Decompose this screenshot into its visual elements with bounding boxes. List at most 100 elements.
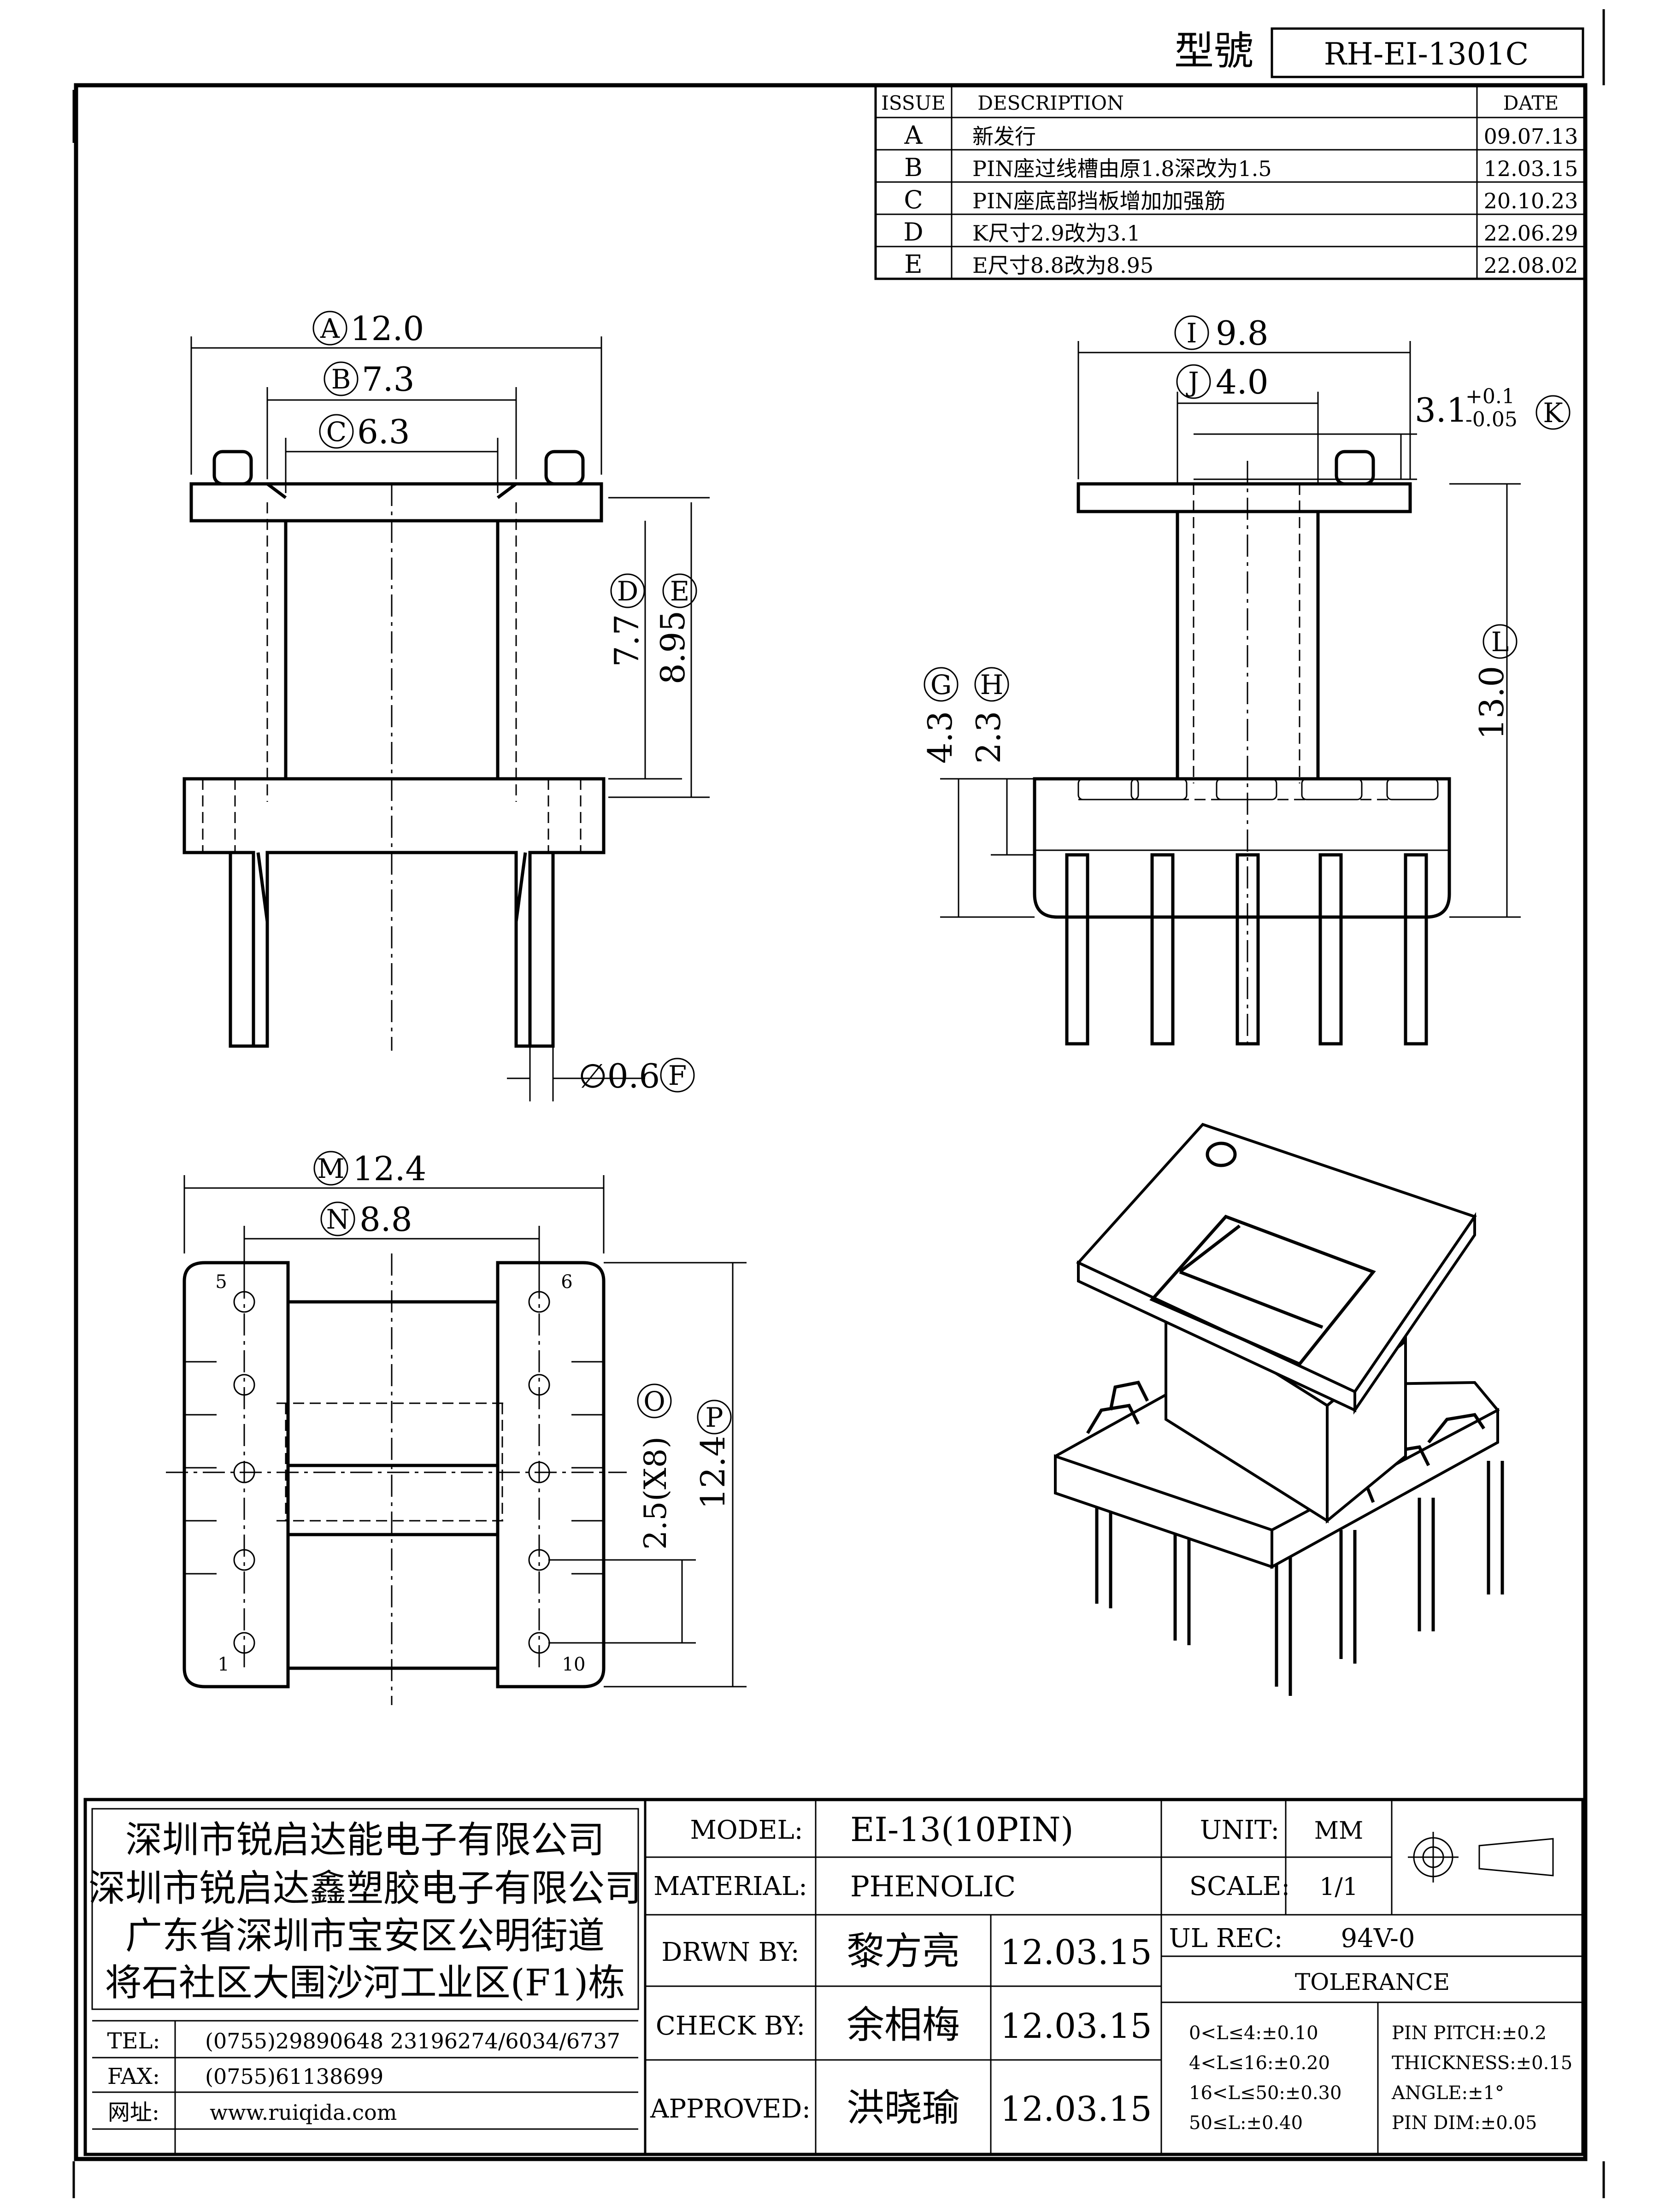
dim-value-M: 12.4: [353, 1149, 426, 1188]
ul-value: 94V-0: [1341, 1924, 1415, 1953]
dim-letter-A: A: [320, 313, 340, 344]
approved-label: APPROVED:: [650, 2094, 811, 2124]
dim-value-P: 12.4: [694, 1435, 732, 1509]
tolerance-range: 4<L≤16:±0.20: [1189, 2053, 1330, 2074]
rev-description: 新发行: [972, 124, 1036, 149]
rev-date: 22.06.29: [1484, 221, 1578, 246]
rev-header-date: DATE: [1503, 92, 1559, 114]
check-label: CHECK BY:: [656, 2011, 805, 2041]
dim-letter-C: C: [326, 416, 347, 447]
rev-header-description: DESCRIPTION: [977, 92, 1124, 114]
dim-letter-N: N: [326, 1204, 350, 1235]
approved-date: 12.03.15: [1000, 2089, 1152, 2129]
isometric-view: [1054, 1123, 1504, 1696]
tolerance-spec: PIN PITCH:±0.2: [1392, 2023, 1547, 2044]
dim-value-I: 9.8: [1216, 314, 1269, 353]
dim-letter-J: J: [1186, 366, 1199, 398]
unit-label: UNIT:: [1200, 1815, 1280, 1845]
tolerance-range: 0<L≤4:±0.10: [1189, 2023, 1318, 2044]
check-name: 余相梅: [847, 2003, 960, 2047]
drawn-date: 12.03.15: [1000, 1933, 1152, 1972]
tolerance-label: TOLERANCE: [1295, 1969, 1450, 1995]
material-label: MATERIAL:: [653, 1871, 807, 1901]
header-model: 型號 RH-EI-1301C: [1174, 27, 1584, 78]
rev-header-issue: ISSUE: [881, 92, 945, 114]
dim-value-F: ∅0.6: [578, 1057, 660, 1095]
dim-tol-minus-K: -0.05: [1465, 408, 1518, 431]
model-field-value: EI-13(10PIN): [850, 1810, 1074, 1849]
rev-issue: D: [903, 218, 923, 247]
rev-issue: B: [904, 153, 923, 182]
tolerance-spec: PIN DIM:±0.05: [1392, 2112, 1537, 2134]
model-number: RH-EI-1301C: [1324, 36, 1529, 72]
pin-number-5: 5: [215, 1271, 227, 1293]
rev-date: 20.10.23: [1484, 188, 1578, 213]
drawn-name: 黎方亮: [847, 1930, 960, 1973]
web-value: www.ruiqida.com: [210, 2100, 397, 2125]
tel-label: TEL:: [107, 2028, 160, 2054]
rev-issue: C: [904, 185, 923, 214]
rev-description: K尺寸2.9改为3.1: [972, 221, 1141, 246]
dim-value-G: 4.3: [921, 711, 959, 764]
rev-issue: E: [904, 250, 922, 279]
drawing-border: [74, 83, 1588, 2161]
fax-value: (0755)61138699: [205, 2064, 383, 2089]
dim-letter-L: L: [1491, 626, 1509, 658]
web-label: 网址:: [108, 2100, 159, 2125]
tolerance-spec: THICKNESS:±0.15: [1392, 2053, 1572, 2074]
bottom-view-dimensions: M 12.4 N 8.8 O 2.5(X8) P 12.4: [183, 1149, 747, 1688]
model-label: 型號: [1174, 28, 1253, 74]
company-line-3: 广东省深圳市宝安区公明街道: [125, 1914, 605, 1957]
dim-value-E: 8.95: [653, 611, 692, 684]
company-line-1: 深圳市锐启达能电子有限公司: [125, 1818, 605, 1861]
pin-number-10: 10: [562, 1654, 586, 1675]
dim-letter-G: G: [930, 669, 952, 700]
dim-value-C: 6.3: [357, 412, 410, 451]
dim-letter-D: D: [617, 576, 639, 607]
dim-value-K: 3.1: [1415, 391, 1468, 429]
scale-value: 1/1: [1319, 1873, 1358, 1901]
company-line-4: 将石社区大围沙河工业区(F1)栋: [105, 1961, 625, 2004]
drawn-label: DRWN BY:: [661, 1937, 799, 1967]
dim-value-J: 4.0: [1216, 363, 1269, 401]
projection-symbol-icon: [1408, 1832, 1554, 1883]
dim-letter-I: I: [1187, 318, 1197, 349]
rev-description: E尺寸8.8改为8.95: [972, 253, 1153, 278]
title-block: 深圳市锐启达能电子有限公司 深圳市锐启达鑫塑胶电子有限公司 广东省深圳市宝安区公…: [83, 1798, 1585, 2156]
tolerance-range: 16<L≤50:±0.30: [1189, 2083, 1341, 2104]
dim-value-B: 7.3: [362, 360, 415, 399]
rev-date: 09.07.13: [1484, 124, 1578, 149]
rev-issue: A: [904, 121, 923, 150]
pin-number-1: 1: [218, 1654, 229, 1675]
company-line-2: 深圳市锐启达鑫塑胶电子有限公司: [88, 1867, 641, 1910]
dim-letter-E: E: [670, 576, 689, 607]
model-field-label: MODEL:: [690, 1815, 803, 1845]
rev-date: 22.08.02: [1484, 253, 1578, 278]
scale-label: SCALE:: [1189, 1871, 1290, 1901]
dim-letter-O: O: [643, 1386, 665, 1417]
dim-letter-M: M: [317, 1153, 344, 1184]
dim-value-D: 7.7: [607, 614, 646, 667]
rev-description: PIN座底部挡板增加加强筋: [972, 188, 1225, 213]
ul-label: UL REC:: [1169, 1924, 1283, 1953]
tel-value: (0755)29890648 23196274/6034/6737: [205, 2029, 620, 2053]
rev-date: 12.03.15: [1484, 156, 1578, 181]
approved-name: 洪晓瑜: [847, 2086, 960, 2130]
check-date: 12.03.15: [1000, 2006, 1152, 2046]
side-view-dimensions: I 9.8 J 4.0 3.1 +0.1 -0.05 K L 13.0 G 4.…: [921, 314, 1571, 918]
pin-number-6: 6: [561, 1271, 572, 1293]
bottom-view: 5 6 1 10: [166, 1253, 627, 1705]
side-view: [1033, 450, 1451, 1051]
dim-value-A: 12.0: [350, 309, 424, 348]
dim-letter-P: P: [705, 1402, 723, 1433]
dim-value-N: 8.8: [359, 1200, 412, 1239]
dim-letter-K: K: [1543, 397, 1564, 429]
dim-tol-plus-K: +0.1: [1465, 385, 1515, 408]
unit-value: MM: [1314, 1817, 1364, 1845]
dim-value-H: 2.3: [969, 711, 1008, 764]
front-view: [182, 450, 606, 1051]
tolerance-range: 50≤L:±0.40: [1189, 2112, 1303, 2134]
corner-marks: [72, 9, 1605, 2198]
dim-letter-B: B: [331, 364, 351, 395]
